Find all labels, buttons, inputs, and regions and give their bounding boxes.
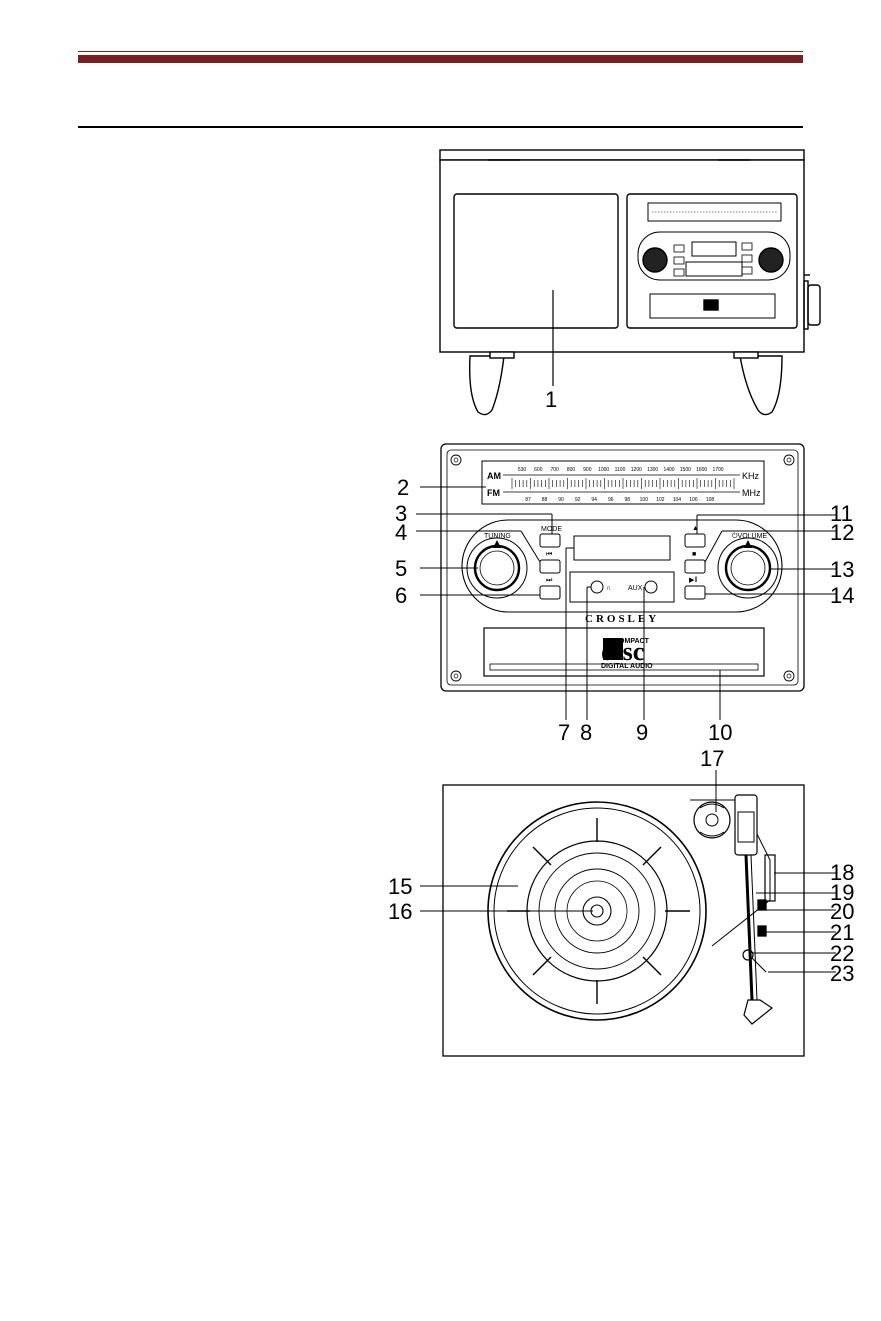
am-scale-label: 900 [583, 467, 592, 473]
callout-17: 17 [700, 746, 724, 771]
brand-logo: CROSLEY [585, 613, 659, 625]
figure-turntable [420, 770, 836, 1056]
am-unit: KHz [742, 471, 760, 481]
am-label: AM [487, 471, 501, 481]
play-pause-symbol: ▶‖ [689, 577, 697, 584]
callout-2: 2 [397, 475, 409, 500]
fm-scale-label: 104 [673, 497, 682, 503]
am-scale-label: 1300 [647, 467, 658, 473]
am-scale-label: 1000 [598, 467, 609, 473]
callout-14: 14 [830, 583, 854, 608]
figure-unit-front [440, 150, 820, 415]
callout-1: 1 [545, 387, 557, 412]
figure-control-panel [416, 444, 836, 720]
fm-scale-label: 98 [624, 497, 630, 503]
fm-label: FM [487, 488, 500, 498]
stop-symbol: ■ [692, 551, 696, 558]
fm-scale-label: 100 [640, 497, 649, 503]
am-scale-label: 1600 [696, 467, 707, 473]
fm-scale-label: 87 [525, 497, 531, 503]
eject-symbol: ▲ [692, 525, 699, 532]
am-scale-label: 1400 [663, 467, 674, 473]
callout-4: 4 [395, 520, 407, 545]
callout-5: 5 [395, 556, 407, 581]
mode-label: MODE [541, 526, 562, 533]
am-scale-label: 530 [518, 467, 527, 473]
tuning-label: TUNING [484, 533, 511, 540]
fm-scale-label: 92 [575, 497, 581, 503]
callout-10: 10 [708, 720, 732, 745]
volume-label: ⏻VOLUME [732, 532, 767, 540]
fm-scale-label: 106 [689, 497, 698, 503]
disc-logo-bottom: DIGITAL AUDIO [601, 663, 653, 670]
callout-9: 9 [636, 720, 648, 745]
callout-15: 15 [388, 874, 412, 899]
callout-13: 13 [830, 557, 854, 582]
next-symbol: ⏭ [546, 577, 553, 584]
headphone-symbol: ∩ [606, 585, 611, 592]
am-scale-label: 600 [534, 467, 543, 473]
callout-16: 16 [388, 899, 412, 924]
fm-scale-label: 88 [542, 497, 548, 503]
am-scale-label: 800 [567, 467, 576, 473]
callout-23: 23 [830, 961, 854, 986]
callout-12: 12 [830, 520, 854, 545]
am-scale-label: 1700 [712, 467, 723, 473]
fm-unit: MHz [742, 488, 761, 498]
am-scale-label: 700 [550, 467, 559, 473]
am-scale-label: 1100 [615, 467, 626, 473]
callout-6: 6 [395, 583, 407, 608]
am-scale-label: 1500 [680, 467, 691, 473]
disc-logo-big: disc [601, 637, 644, 666]
fm-scale-label: 90 [558, 497, 564, 503]
speaker-grille [454, 194, 618, 328]
am-scale-label: 1200 [631, 467, 642, 473]
fm-scale-label: 96 [608, 497, 614, 503]
fm-scale-label: 108 [706, 497, 715, 503]
unit-top-lid [440, 150, 804, 160]
fm-scale-label: 94 [591, 497, 597, 503]
callout-8: 8 [580, 720, 592, 745]
prev-symbol: ⏮ [546, 551, 552, 558]
callout-7: 7 [558, 720, 570, 745]
aux-label: AUX [628, 585, 643, 592]
fm-scale-label: 102 [656, 497, 665, 503]
